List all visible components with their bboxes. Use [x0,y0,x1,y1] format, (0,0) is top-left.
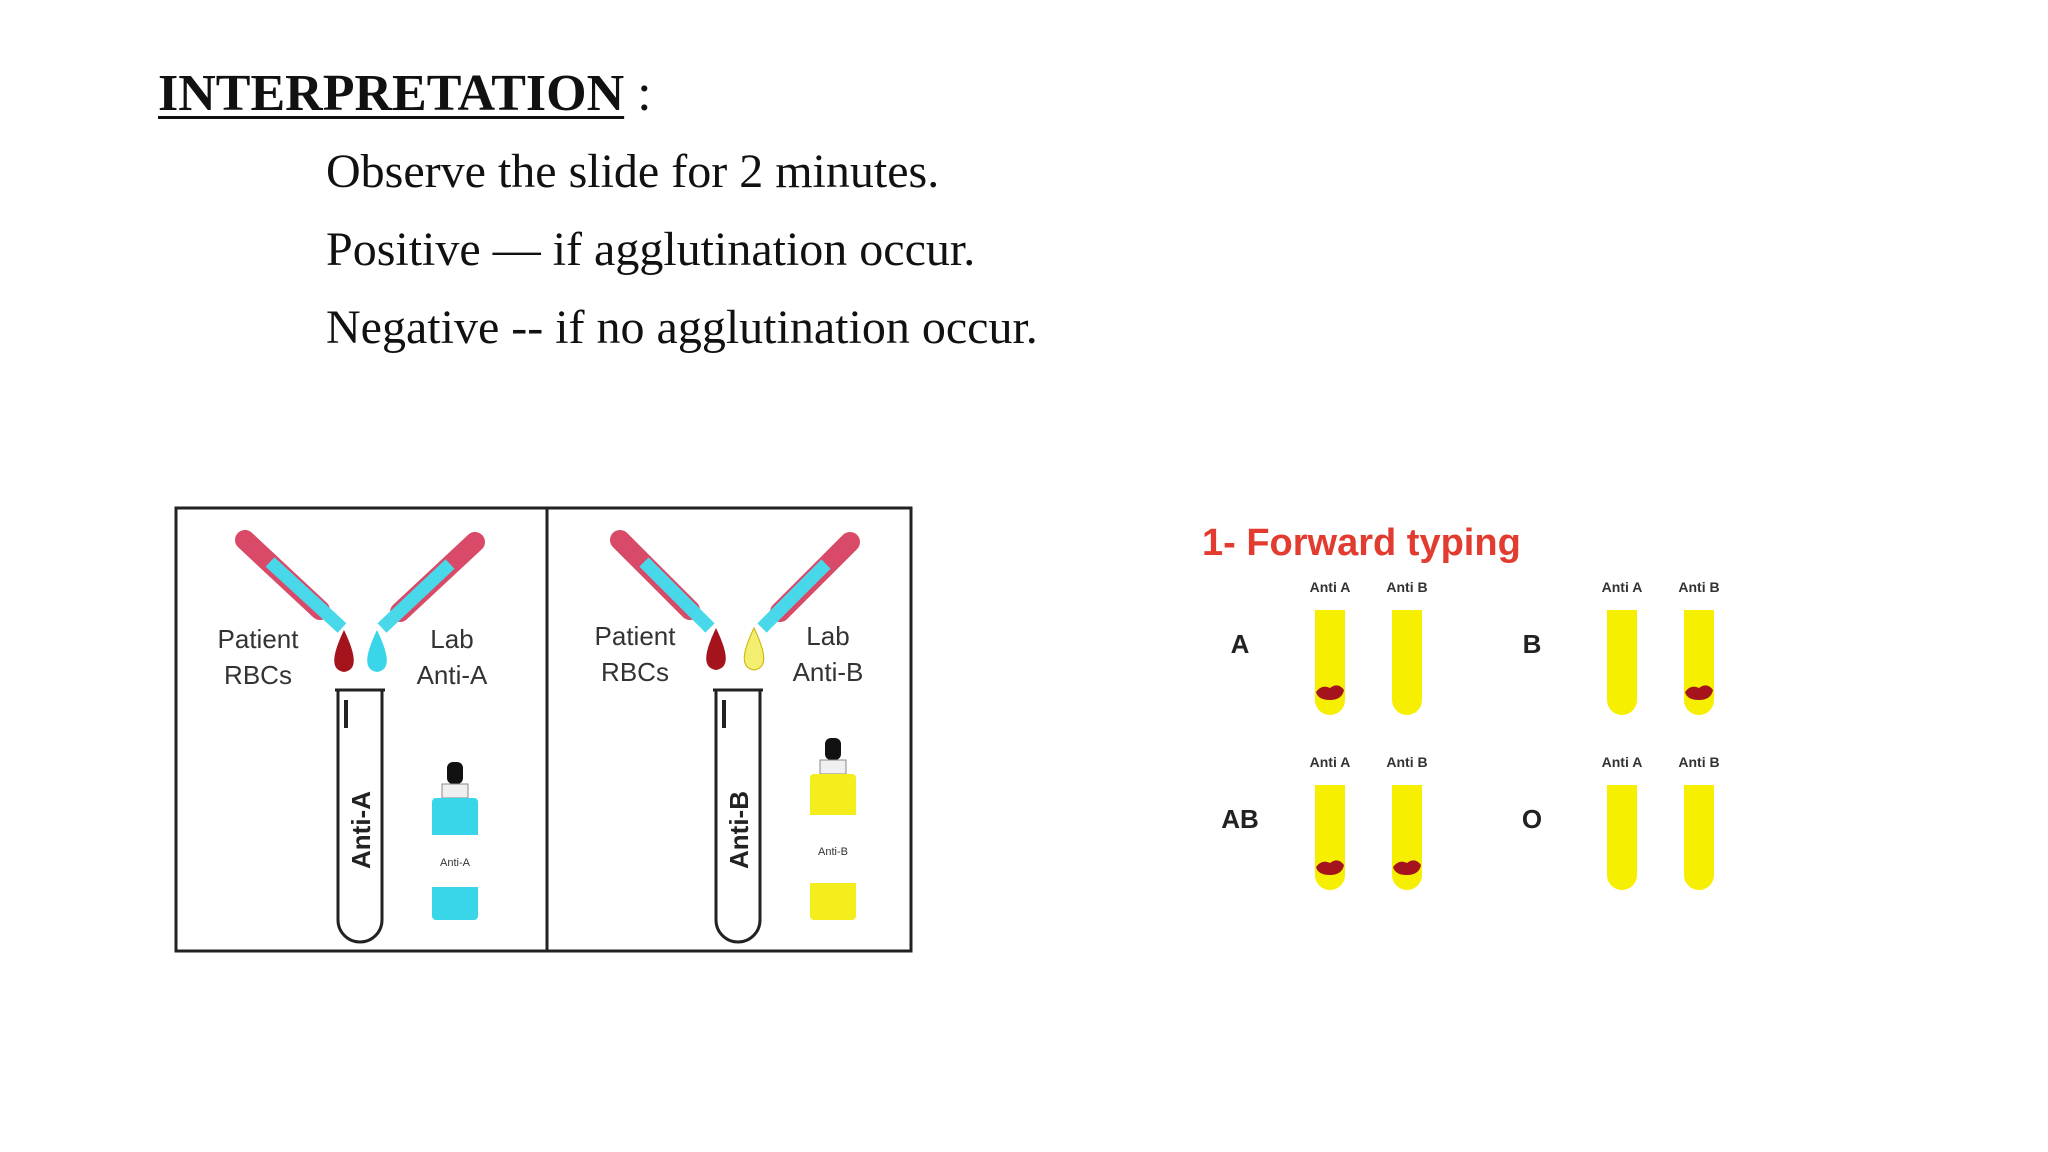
blood-group-cell: B Anti A Anti B [1523,579,1720,715]
reagent-column-label: Anti A [1602,579,1643,595]
reagent-column-label: Anti A [1310,754,1351,770]
reagent-tube [1607,785,1637,890]
blood-group-label: O [1522,804,1542,834]
blood-drop-icon [334,630,354,672]
panel-anti-b: Patient RBCs Lab Anti-B Anti-B Anti-B [595,530,864,944]
patient-label-line1: Patient [218,624,300,654]
anti-a-drop-icon [367,630,387,672]
tube-label: Anti-B [724,791,754,869]
blood-group-label: B [1523,629,1542,659]
panel-anti-a: Patient RBCs Lab Anti-A Anti-A Anti-A [218,530,488,944]
test-tube-icon [714,690,762,944]
anti-a-bottle-icon: Anti-A [432,762,478,920]
heading-title: INTERPRETATION [158,65,625,122]
reagent-column-label: Anti B [1678,754,1719,770]
patient-dropper-icon [610,530,715,633]
lab-label-line2: Anti-A [417,660,488,690]
patient-label-line1: Patient [595,621,677,651]
lab-label-line2: Anti-B [793,657,864,687]
blood-drop-icon [706,628,726,670]
patient-label-line2: RBCs [224,660,292,690]
test-tube-icon [336,690,384,944]
bottle-label: Anti-B [818,846,848,858]
agglutination-mark [1316,860,1344,875]
instruction-line-2: Positive — if agglutination occur. [326,223,976,276]
instruction-line-1: Observe the slide for 2 minutes. [326,145,940,198]
reagent-column-label: Anti A [1602,754,1643,770]
blood-group-cell: AB Anti A Anti B [1221,754,1428,890]
forward-typing-title: 1- Forward typing [1202,522,1521,564]
reagent-column-label: Anti B [1386,754,1427,770]
lab-label-line1: Lab [430,624,473,654]
lab-dropper-icon [377,532,485,633]
blood-group-cell: O Anti A Anti B [1522,754,1720,890]
reagent-column-label: Anti B [1678,579,1719,595]
blood-group-cell: A Anti A Anti B [1231,579,1428,715]
reagent-tube [1392,610,1422,715]
anti-b-bottle-icon: Anti-B [810,738,856,920]
agglutination-mark [1685,685,1713,700]
reagent-column-label: Anti A [1310,579,1351,595]
tube-label: Anti-A [346,791,376,869]
agglutination-mark [1316,685,1344,700]
blood-group-grid: A Anti A Anti B B Anti A Anti B AB Anti A Anti B… [1221,579,1720,890]
anti-b-drop-icon [743,626,765,671]
blood-group-label: AB [1221,804,1259,834]
reagent-tube [1607,610,1637,715]
patient-dropper-icon [235,530,347,633]
reagent-mixing-figure: Patient RBCs Lab Anti-A Anti-A Anti-A Pa… [174,506,913,953]
reagent-tube [1684,785,1714,890]
forward-typing-figure: 1- Forward typing A Anti A Anti B B Anti A An… [1202,522,1720,890]
lab-label-line1: Lab [806,621,849,651]
instruction-line-3: Negative -- if no agglutination occur. [326,301,1038,354]
reagent-column-label: Anti B [1386,579,1427,595]
bottle-label: Anti-A [440,857,471,869]
patient-label-line2: RBCs [601,657,669,687]
heading-colon: : [624,65,652,122]
lab-dropper-icon [757,532,860,633]
agglutination-mark [1393,860,1421,875]
slide-heading: INTERPRETATION : [158,62,652,126]
blood-group-label: A [1231,629,1250,659]
